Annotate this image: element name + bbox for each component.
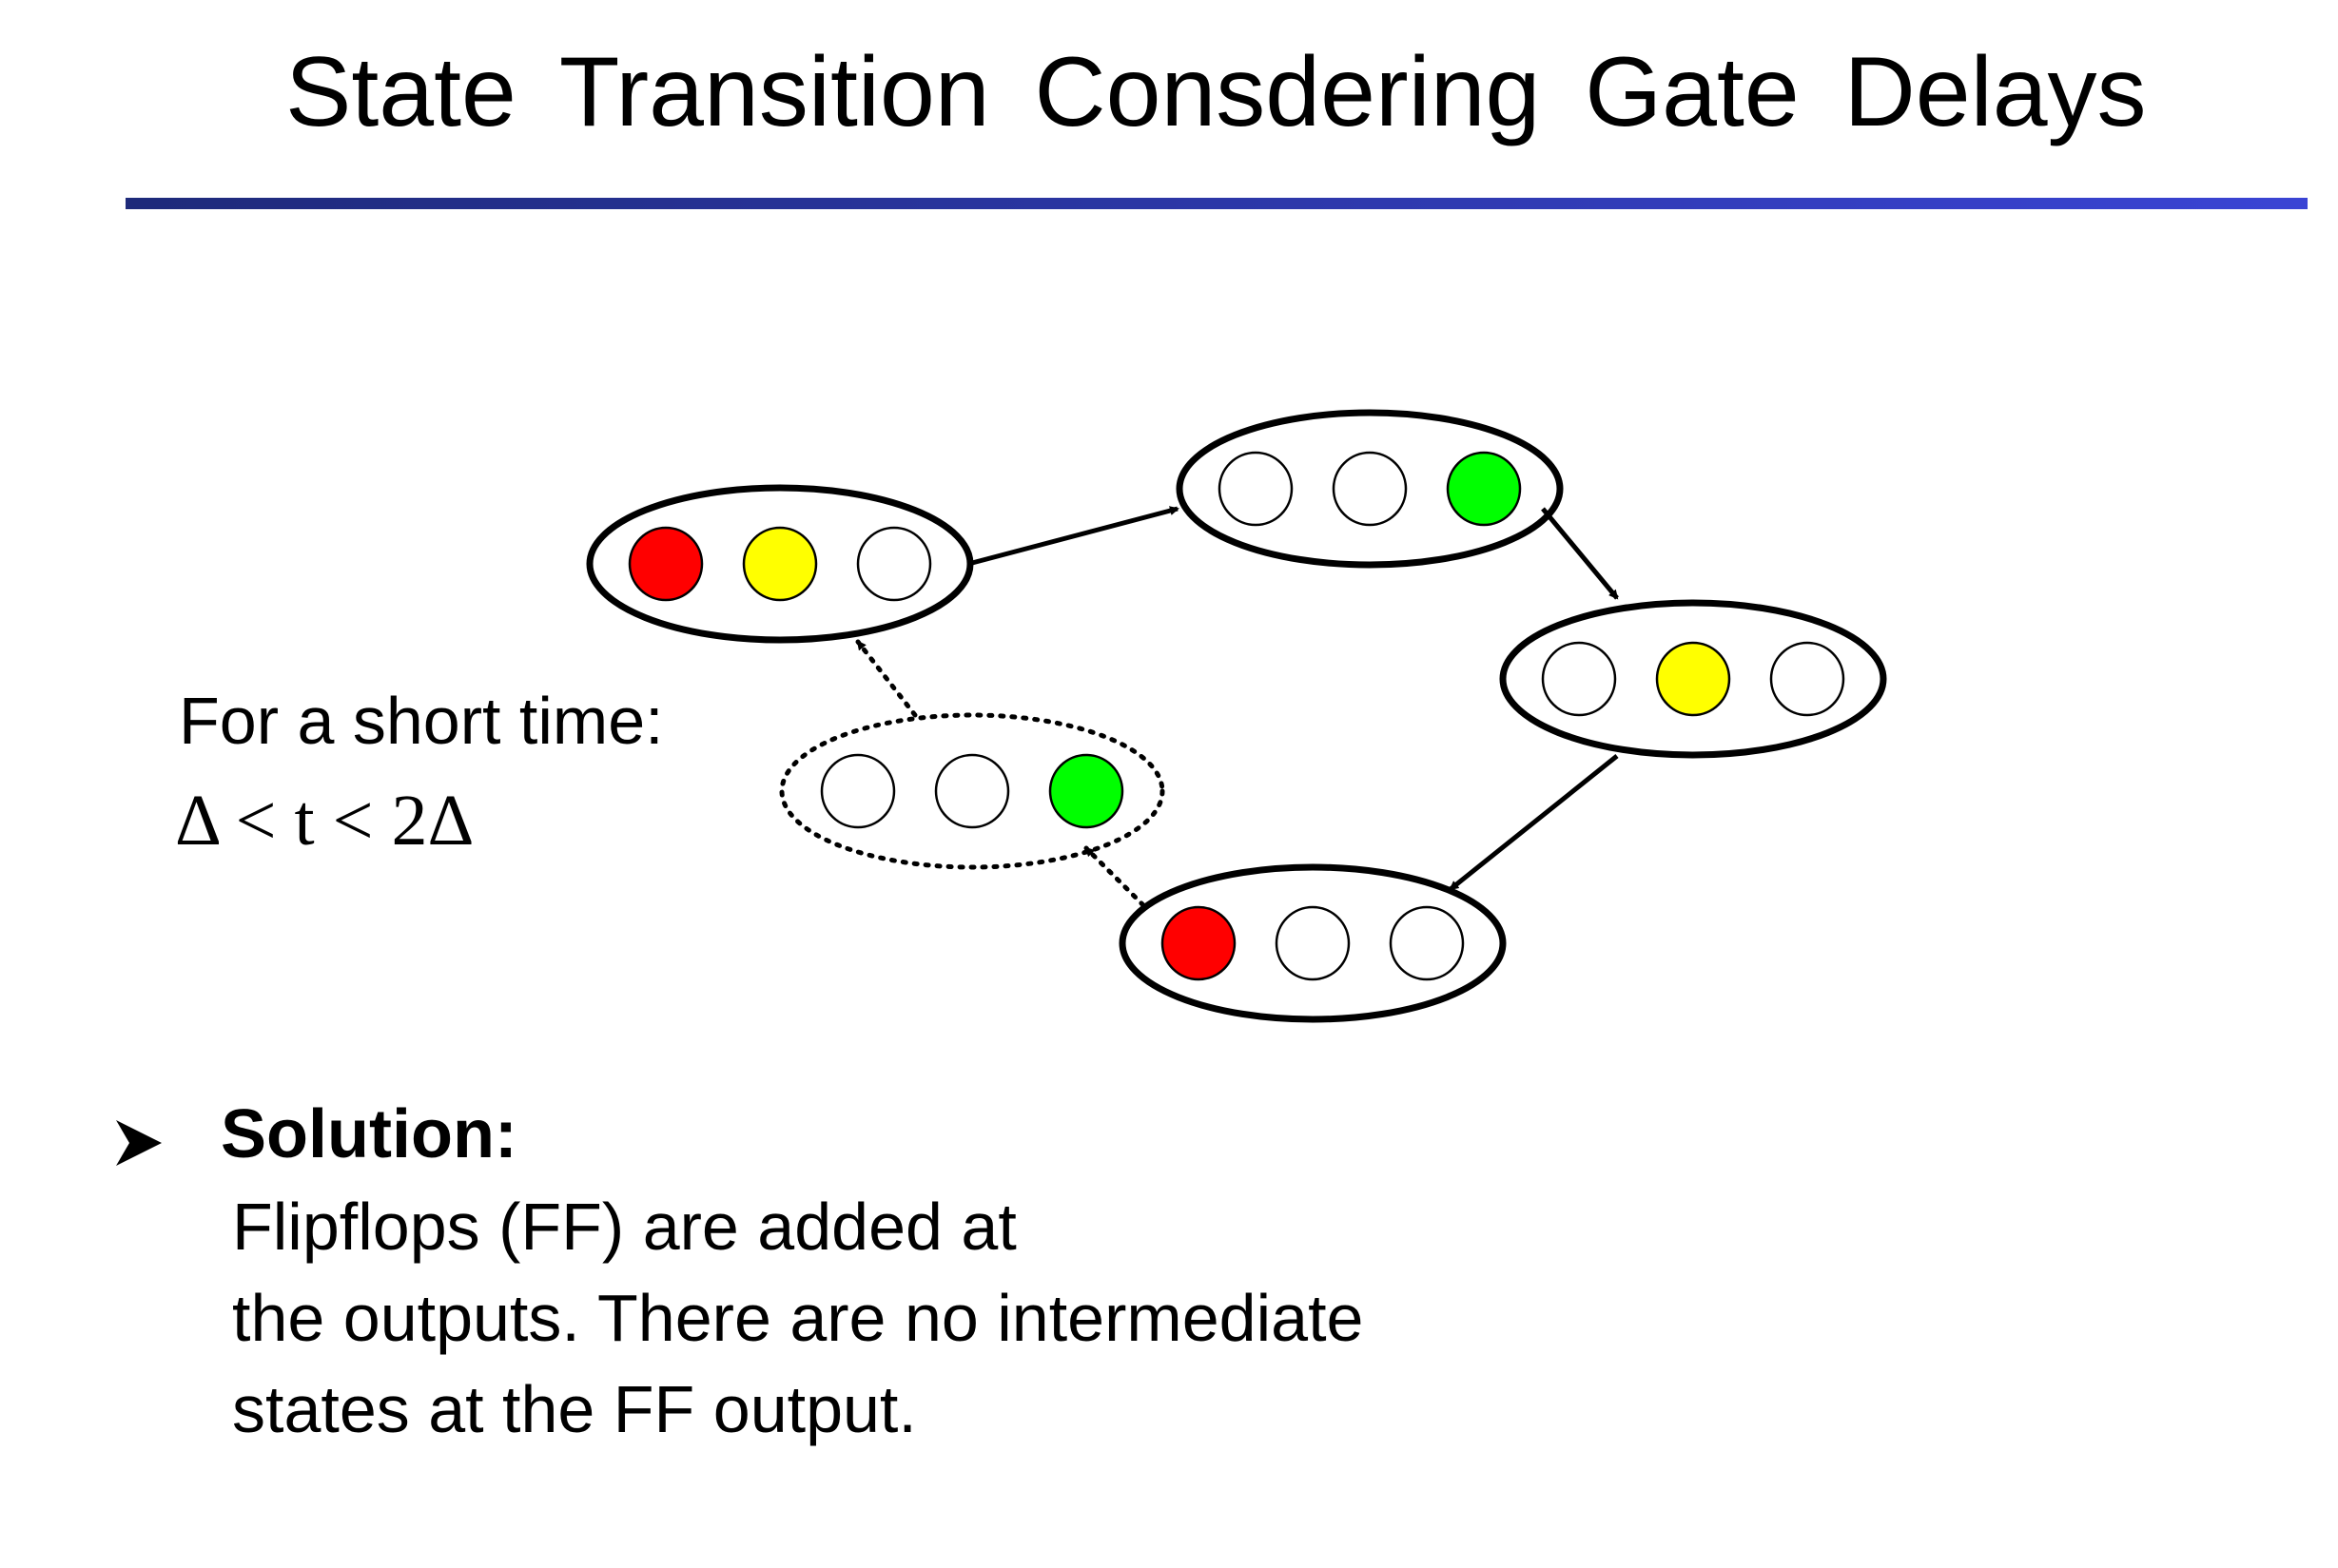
- states-layer: [586, 409, 1887, 1023]
- lamp-off: [1541, 641, 1617, 717]
- state-intermediate-green: [779, 712, 1165, 870]
- title-rule: [126, 198, 2308, 209]
- lamp-red: [1160, 905, 1237, 981]
- arrow-yellow-to-red: [1449, 754, 1619, 891]
- state-red: [1119, 863, 1507, 1023]
- lamp-off: [934, 753, 1010, 829]
- lamp-off: [1389, 905, 1465, 981]
- solution-line-2: the outputs. There are no intermediate: [232, 1281, 1364, 1355]
- note-short-time: For a short time:: [179, 684, 664, 758]
- solution-line-3: states at the FF output.: [232, 1372, 917, 1446]
- lamp-off: [856, 526, 932, 602]
- lamp-yellow: [1655, 641, 1731, 717]
- lamp-off: [1332, 451, 1408, 527]
- arrow-green-to-yellow: [1541, 507, 1619, 600]
- state-green: [1176, 409, 1564, 569]
- lamp-off: [1275, 905, 1351, 981]
- solution-heading: Solution:: [221, 1096, 517, 1172]
- arrow-intermediate-to-red-yellow: [855, 639, 918, 718]
- solution-line-1: Flipflops (FF) are added at: [232, 1190, 1017, 1264]
- lamp-yellow: [742, 526, 818, 602]
- arrow-red-yellow-to-green: [971, 506, 1179, 566]
- lamp-green: [1048, 753, 1124, 829]
- arrows-layer: [855, 506, 1619, 908]
- arrow-bullet-icon: [116, 1120, 162, 1166]
- slide-title: State Transition Consdering Gate Delays: [285, 37, 2147, 147]
- state-yellow: [1499, 599, 1887, 759]
- lamp-red: [628, 526, 704, 602]
- lamp-green: [1446, 451, 1522, 527]
- arrow-red-to-intermediate: [1083, 845, 1146, 908]
- note-time-range: Δ < t < 2Δ: [175, 781, 475, 861]
- lamp-off: [1218, 451, 1294, 527]
- state-red-yellow: [586, 484, 974, 644]
- lamp-off: [820, 753, 896, 829]
- lamp-off: [1769, 641, 1845, 717]
